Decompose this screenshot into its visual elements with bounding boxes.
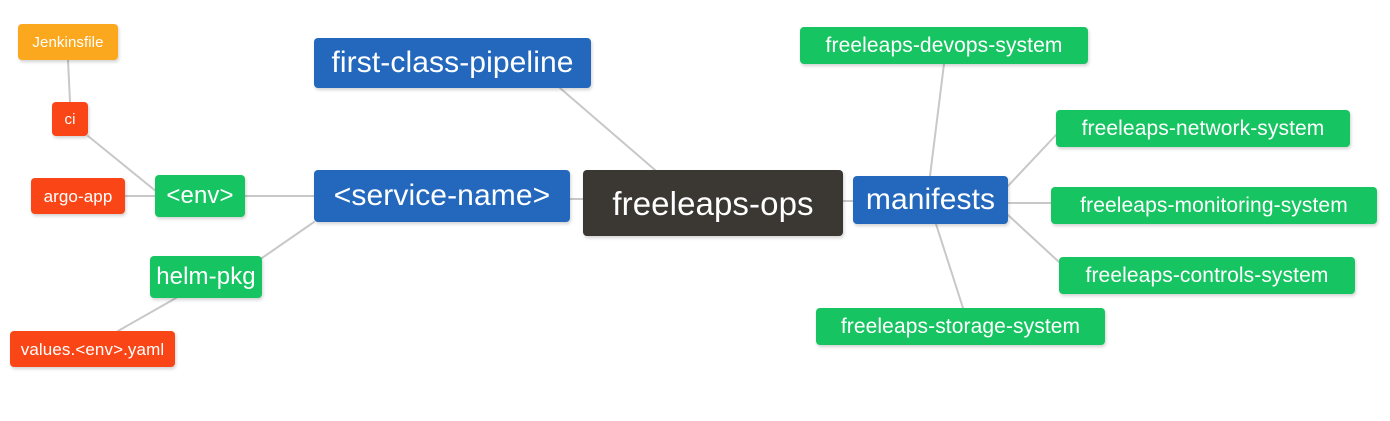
edge-helm-pkg-to-service-name (261, 221, 315, 259)
edge-manifests-to-devops-system (929, 63, 945, 177)
node-devops-system[interactable]: freeleaps-devops-system (800, 27, 1088, 64)
edge-manifests-to-storage-system (935, 223, 964, 309)
edge-first-class-to-freeleaps-ops (559, 87, 656, 171)
node-storage-system[interactable]: freeleaps-storage-system (816, 308, 1105, 345)
node-manifests[interactable]: manifests (853, 176, 1008, 224)
node-network-system[interactable]: freeleaps-network-system (1056, 110, 1350, 147)
node-label-first-class: first-class-pipeline (331, 46, 574, 79)
node-label-controls-system: freeleaps-controls-system (1085, 264, 1329, 287)
node-label-ci: ci (64, 110, 76, 128)
node-first-class[interactable]: first-class-pipeline (314, 38, 591, 88)
node-helm-pkg[interactable]: helm-pkg (150, 256, 262, 298)
edge-jenkinsfile-to-ci (67, 59, 71, 103)
node-controls-system[interactable]: freeleaps-controls-system (1059, 257, 1355, 294)
node-values-yaml[interactable]: values.<env>.yaml (10, 331, 175, 367)
node-label-service-name: <service-name> (333, 179, 551, 212)
node-ci[interactable]: ci (52, 102, 88, 136)
node-label-network-system: freeleaps-network-system (1081, 117, 1325, 140)
node-label-devops-system: freeleaps-devops-system (825, 34, 1063, 57)
node-label-monitoring-system: freeleaps-monitoring-system (1080, 194, 1348, 217)
node-label-argo-app: argo-app (43, 186, 113, 206)
edge-values-yaml-to-helm-pkg (117, 297, 177, 332)
node-label-storage-system: freeleaps-storage-system (840, 315, 1081, 338)
node-label-env: <env> (166, 182, 234, 209)
node-label-helm-pkg: helm-pkg (156, 263, 256, 290)
node-env[interactable]: <env> (155, 175, 245, 217)
node-label-freeleaps-ops: freeleaps-ops (612, 184, 814, 222)
edge-manifests-to-network-system (1007, 134, 1057, 187)
node-argo-app[interactable]: argo-app (31, 178, 125, 214)
node-label-jenkinsfile: Jenkinsfile (32, 33, 104, 51)
node-service-name[interactable]: <service-name> (314, 170, 570, 222)
node-monitoring-system[interactable]: freeleaps-monitoring-system (1051, 187, 1377, 224)
node-jenkinsfile[interactable]: Jenkinsfile (18, 24, 118, 60)
node-label-values-yaml: values.<env>.yaml (20, 339, 165, 359)
node-label-manifests: manifests (865, 183, 996, 216)
node-freeleaps-ops[interactable]: freeleaps-ops (583, 170, 843, 236)
